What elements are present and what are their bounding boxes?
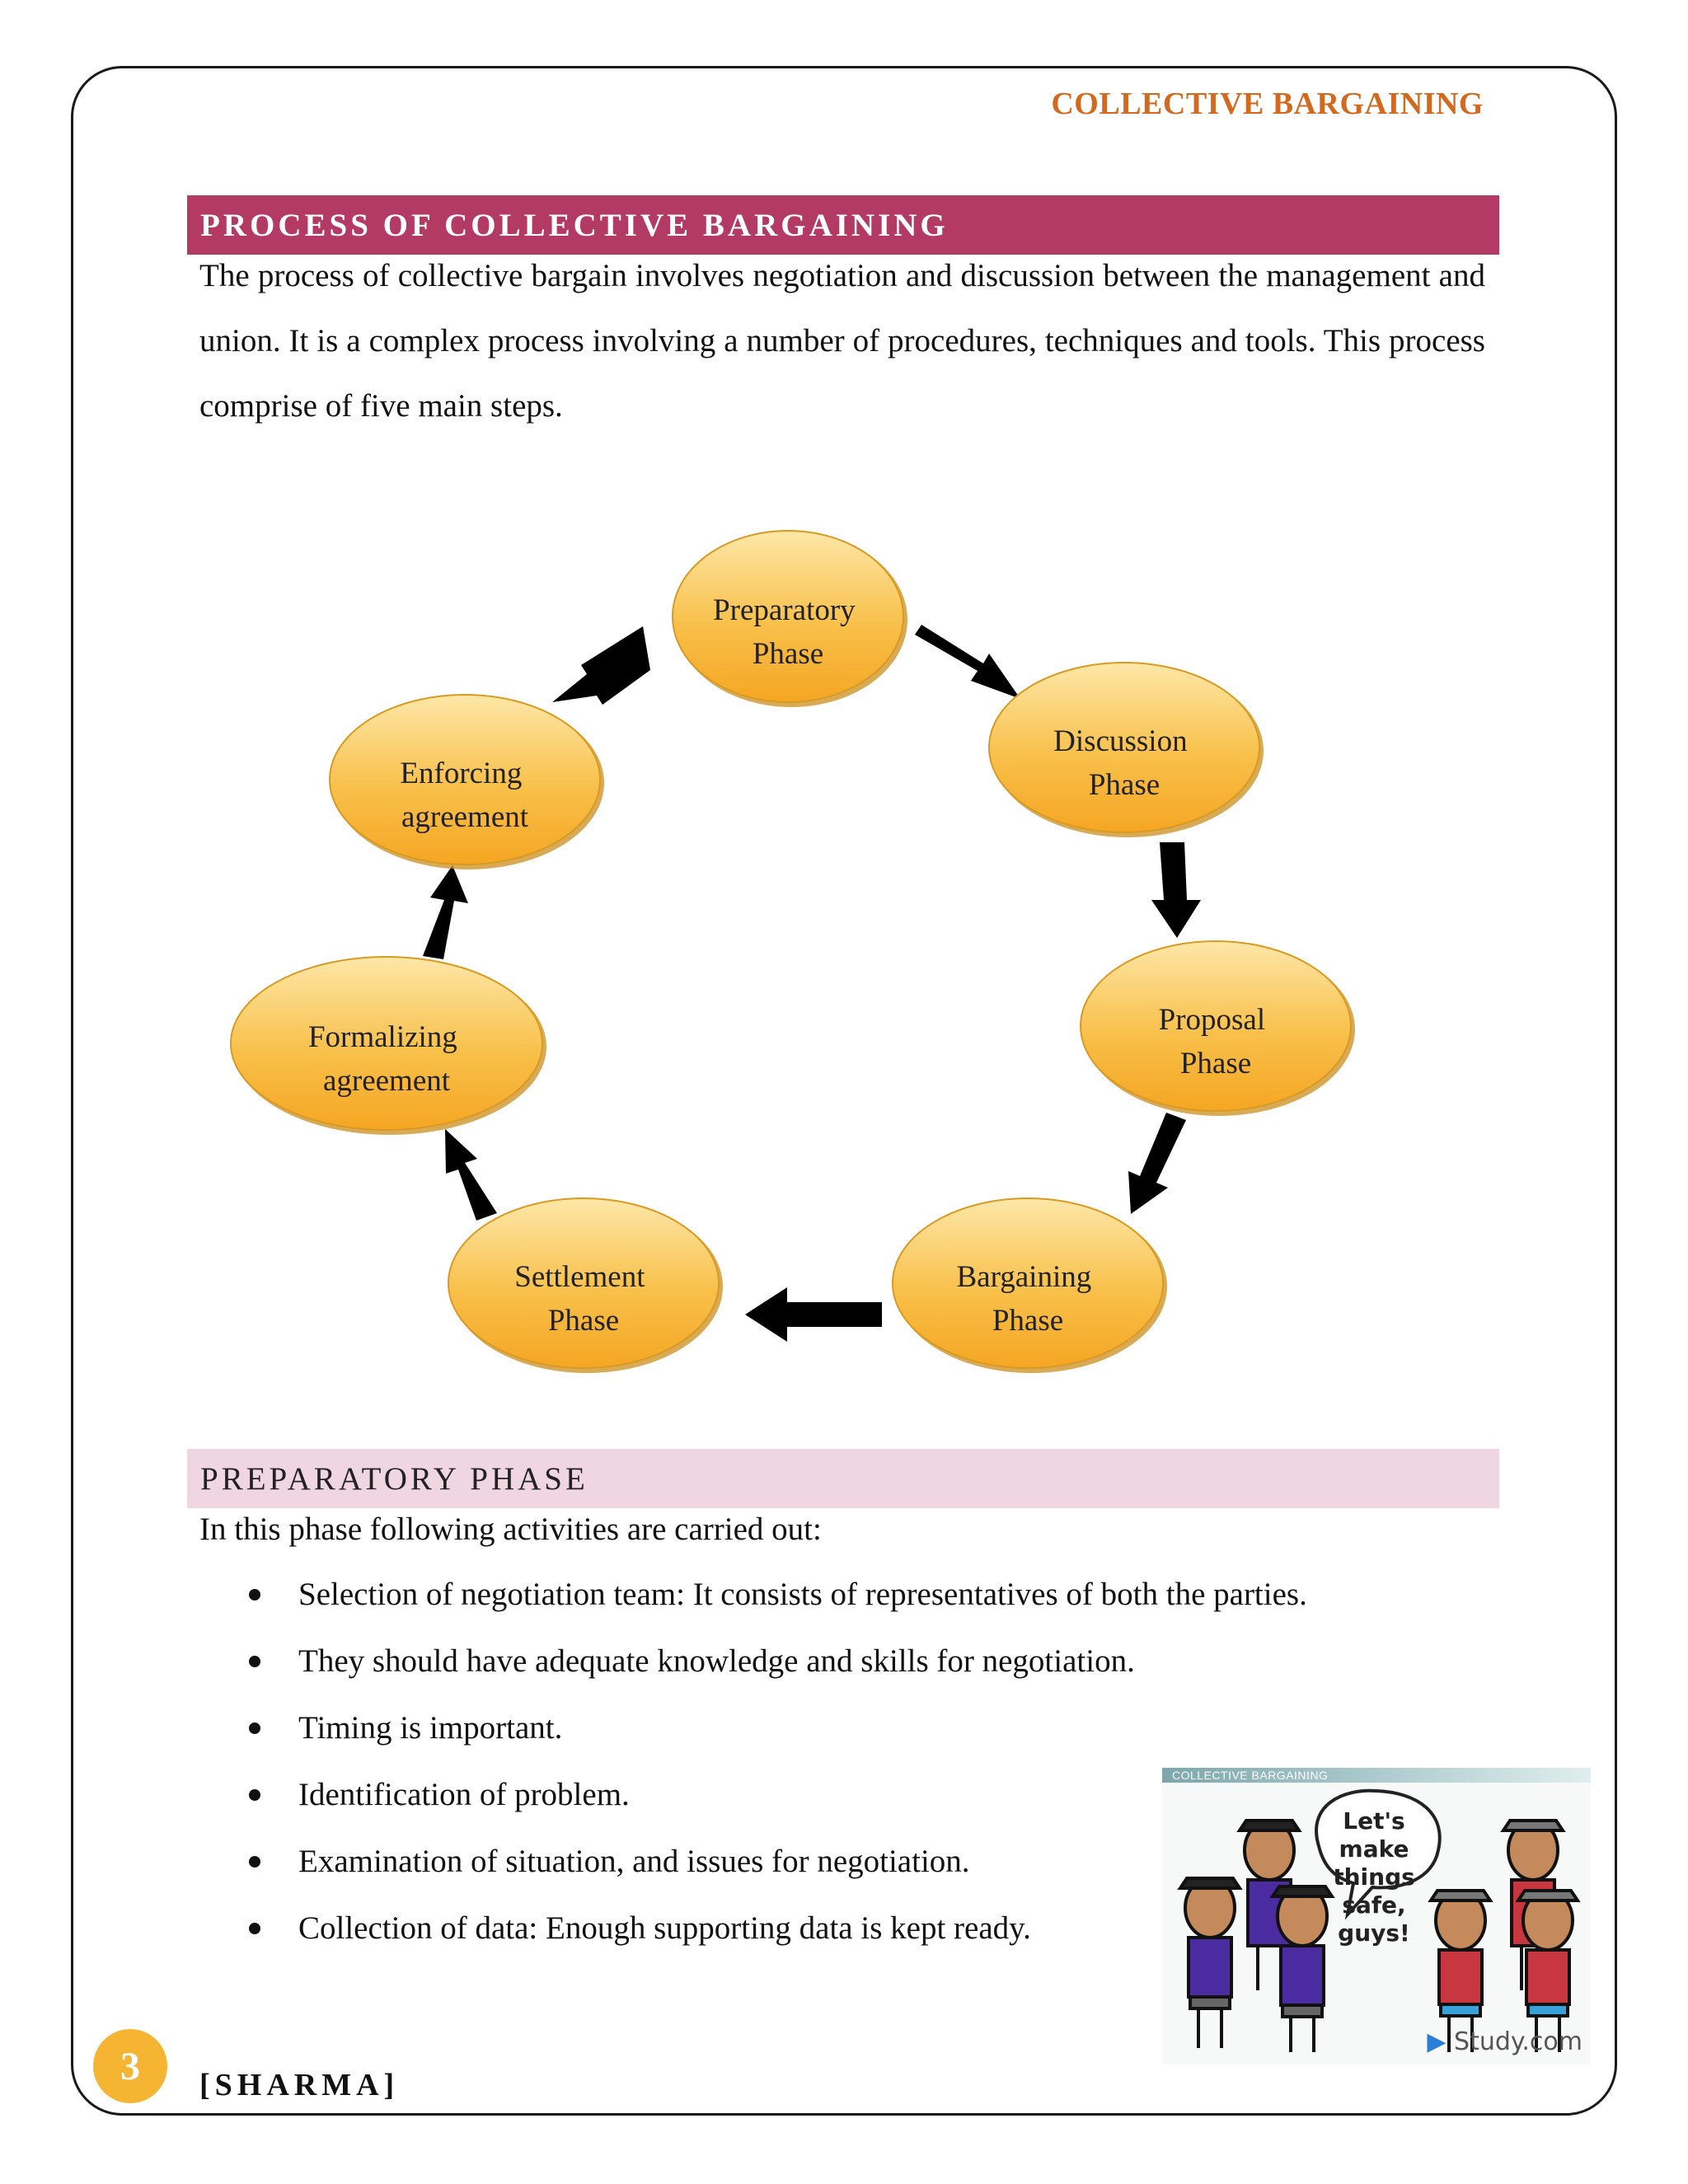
arrow-proposal-to-bargaining [1128,1113,1186,1214]
brand-text: Study.com [1454,2027,1582,2056]
phase-node-settlement: Settlement Phase [448,1197,723,1373]
preparatory-lead: In this phase following activities are c… [199,1511,822,1547]
svg-text:Formalizing agreement: Formalizing agreement [308,1020,465,1098]
section-heading-process-text: PROCESS OF COLLECTIVE BARGAINING [200,207,949,243]
list-item-text: Identification of problem. [298,1777,630,1812]
arrow-formalizing-to-enforcing [423,865,468,959]
cartoon-illustration: COLLECTIVE BARGAINING [1162,1768,1591,2064]
footer-author: [SHARMA] [199,2068,400,2102]
cartoon-figures [1177,1788,1581,2052]
list-item-text: Timing is important. [298,1710,563,1746]
page-number: 3 [120,2044,140,2088]
list-item-text: Examination of situation, and issues for… [298,1844,970,1879]
process-cycle-diagram: Preparatory Phase Discussion Phase Propo… [230,530,1355,1373]
phase-discussion-line1: Discussion [1053,724,1187,758]
section-heading-preparatory: PREPARATORY PHASE [187,1449,1499,1508]
arrow-discussion-to-proposal [1151,842,1201,938]
arrow-settlement-to-formalizing [445,1129,497,1221]
arrow-preparatory-to-enforcing [552,626,650,705]
svg-text:Settlement Phase: Settlement Phase [514,1260,653,1338]
bullet-icon [249,1589,260,1601]
list-item: Examination of situation, and issues for… [239,1828,1307,1895]
red-worker-figure [1428,1889,1493,2052]
svg-text:Discussion Phase: Discussion Phase [1053,724,1195,802]
speech-line-1: Let's make [1339,1807,1409,1863]
bullet-icon [249,1856,260,1868]
arrow-bargaining-to-settlement [745,1287,882,1342]
phase-formalizing-line2: agreement [323,1064,451,1098]
list-item: Collection of data: Enough supporting da… [239,1895,1307,1961]
phase-bargaining-line2: Phase [992,1304,1063,1338]
svg-text:Proposal Phase: Proposal Phase [1159,1003,1273,1080]
phase-enforcing-line1: Enforcing [400,757,522,790]
arrow-preparatory-to-discussion [915,625,1020,699]
list-item-text: They should have adequate knowledge and … [298,1643,1135,1679]
purple-worker-figure [1269,1885,1335,2052]
phase-preparatory-line2: Phase [753,637,823,671]
section-heading-process: PROCESS OF COLLECTIVE BARGAINING [187,195,1499,255]
list-item: Timing is important. [239,1694,1307,1761]
study-com-logo: ▶ Study.com [1427,2027,1582,2056]
phase-node-discussion: Discussion Phase [988,662,1264,837]
bullet-icon [249,1722,260,1734]
phase-proposal-line2: Phase [1180,1047,1251,1080]
phase-settlement-line1: Settlement [514,1260,645,1294]
page-frame [71,66,1617,2116]
phase-enforcing-line2: agreement [401,800,529,834]
list-item-text: Collection of data: Enough supporting da… [298,1910,1031,1946]
bullet-icon [249,1656,260,1667]
section-heading-preparatory-text: PREPARATORY PHASE [200,1460,588,1497]
bullet-icon [249,1789,260,1801]
phase-node-bargaining: Bargaining Phase [892,1197,1167,1373]
phase-bargaining-line1: Bargaining [957,1260,1092,1294]
phase-node-enforcing: Enforcing agreement [329,694,604,869]
red-worker-figure [1515,1889,1581,2052]
phase-node-preparatory: Preparatory Phase [672,530,907,707]
list-item: Identification of problem. [239,1761,1307,1828]
phase-node-formalizing: Formalizing agreement [230,956,546,1135]
speech-line-2: things safe, [1333,1863,1415,1919]
phase-formalizing-line1: Formalizing [308,1020,457,1054]
svg-text:Enforcing agreement: Enforcing agreement [400,757,529,834]
intro-paragraph: The process of collective bargain involv… [199,258,1485,424]
list-item: Selection of negotiation team: It consis… [239,1561,1307,1628]
running-header: COLLECTIVE BARGAINING [1051,87,1484,121]
phase-node-proposal: Proposal Phase [1080,940,1355,1116]
phase-settlement-line2: Phase [548,1304,619,1338]
bullet-icon [249,1923,260,1934]
svg-text:Preparatory Phase: Preparatory Phase [713,593,863,671]
list-item: They should have adequate knowledge and … [239,1628,1307,1694]
speech-line-3: guys! [1338,1919,1410,1947]
list-item-text: Selection of negotiation team: It consis… [298,1577,1307,1612]
cartoon-banner: COLLECTIVE BARGAINING [1162,1768,1591,1783]
page-number-badge: 3 [93,2029,167,2103]
preparatory-activities-list: Selection of negotiation team: It consis… [239,1561,1307,1961]
phase-preparatory-line1: Preparatory [713,593,856,627]
phase-discussion-line2: Phase [1089,768,1160,802]
purple-worker-figure [1177,1877,1243,2048]
cartoon-banner-text: COLLECTIVE BARGAINING [1172,1769,1329,1782]
svg-text:Bargaining Phase: Bargaining Phase [957,1260,1100,1338]
phase-proposal-line1: Proposal [1159,1003,1266,1037]
speech-bubble-text: Let's make things safe, guys! [1312,1807,1436,1947]
play-circle-icon: ▶ [1427,2027,1447,2056]
